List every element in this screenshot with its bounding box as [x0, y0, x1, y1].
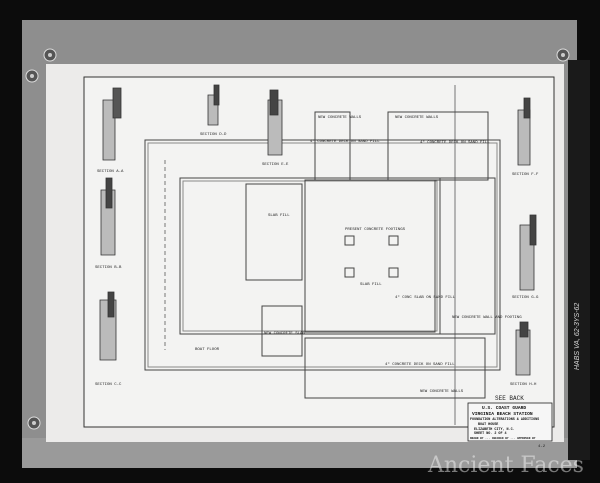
svg-text:VIRGINIA BEACH STATION: VIRGINIA BEACH STATION [472, 411, 533, 417]
section-label: SECTION G-G [512, 296, 539, 300]
plan-label: SLAB FILL [360, 283, 382, 287]
section-label: SECTION H-H [510, 383, 537, 387]
screw-icon [556, 48, 570, 62]
section-details [99, 84, 537, 376]
svg-text:BOAT HOUSE: BOAT HOUSE [478, 423, 498, 427]
watermark-logo: Ancient Faces [427, 453, 584, 478]
plan-label: 4" CONCRETE DECK ON SAND FILL [420, 140, 490, 145]
screw-icon [43, 48, 57, 62]
svg-text:SHEET NO. 2 OF 4: SHEET NO. 2 OF 4 [474, 432, 507, 436]
drawing-border [83, 76, 555, 428]
svg-text:ELIZABETH CITY, N.C.: ELIZABETH CITY, N.C. [474, 428, 515, 432]
section-label: SECTION D-D [200, 133, 227, 137]
plan-label: BOAT FLOOR [195, 348, 220, 352]
plan-label: 4" CONCRETE DECK ON SAND FILL [385, 362, 455, 367]
section-label: SECTION C-C [95, 383, 122, 387]
mat-bottom [22, 438, 577, 468]
screw-icon [27, 416, 41, 430]
back-note: SEE BACK [495, 395, 524, 402]
plan-label: NEW CONCRETE WALL AND FOOTING [452, 316, 522, 320]
plan-label: NEW CONCRETE WALLS [318, 116, 362, 120]
section-label: SECTION F-F [512, 173, 539, 177]
plan-label: PRESENT CONCRETE FOOTINGS [345, 228, 406, 232]
section-label: SECTION E-E [262, 163, 289, 167]
plan-label: SLAB FILL [268, 214, 290, 218]
floor-plan [144, 111, 501, 399]
plan-label: NEW CONCRETE WALLS [420, 390, 464, 394]
plan-label: 4" CONCRETE DECK ON SAND FILL [310, 139, 380, 144]
section-label: SECTION A-A [97, 170, 124, 174]
svg-text:FOUNDATION ALTERATIONS & ADDIT: FOUNDATION ALTERATIONS & ADDITIONS [470, 418, 539, 422]
plan-label: NEW CONCRETE SLAB [264, 332, 305, 336]
plan-label: NEW CONCRETE WALLS [395, 116, 439, 120]
title-block: U.S. COAST GUARD VIRGINIA BEACH STATION … [467, 402, 553, 449]
svg-text:U.S. COAST GUARD: U.S. COAST GUARD [482, 405, 526, 411]
screw-icon [25, 69, 39, 83]
svg-text:DRAWN BY ... CHECKED BY ... AP: DRAWN BY ... CHECKED BY ... APPROVED BY [470, 437, 536, 440]
sheet-note: 4-2 [538, 445, 546, 449]
plan-label: 4" CONC SLAB ON SAND FILL [395, 295, 456, 300]
habs-identifier: HABS VA, 62-3YS-62 [574, 303, 581, 370]
section-label: SECTION B-B [95, 266, 122, 270]
